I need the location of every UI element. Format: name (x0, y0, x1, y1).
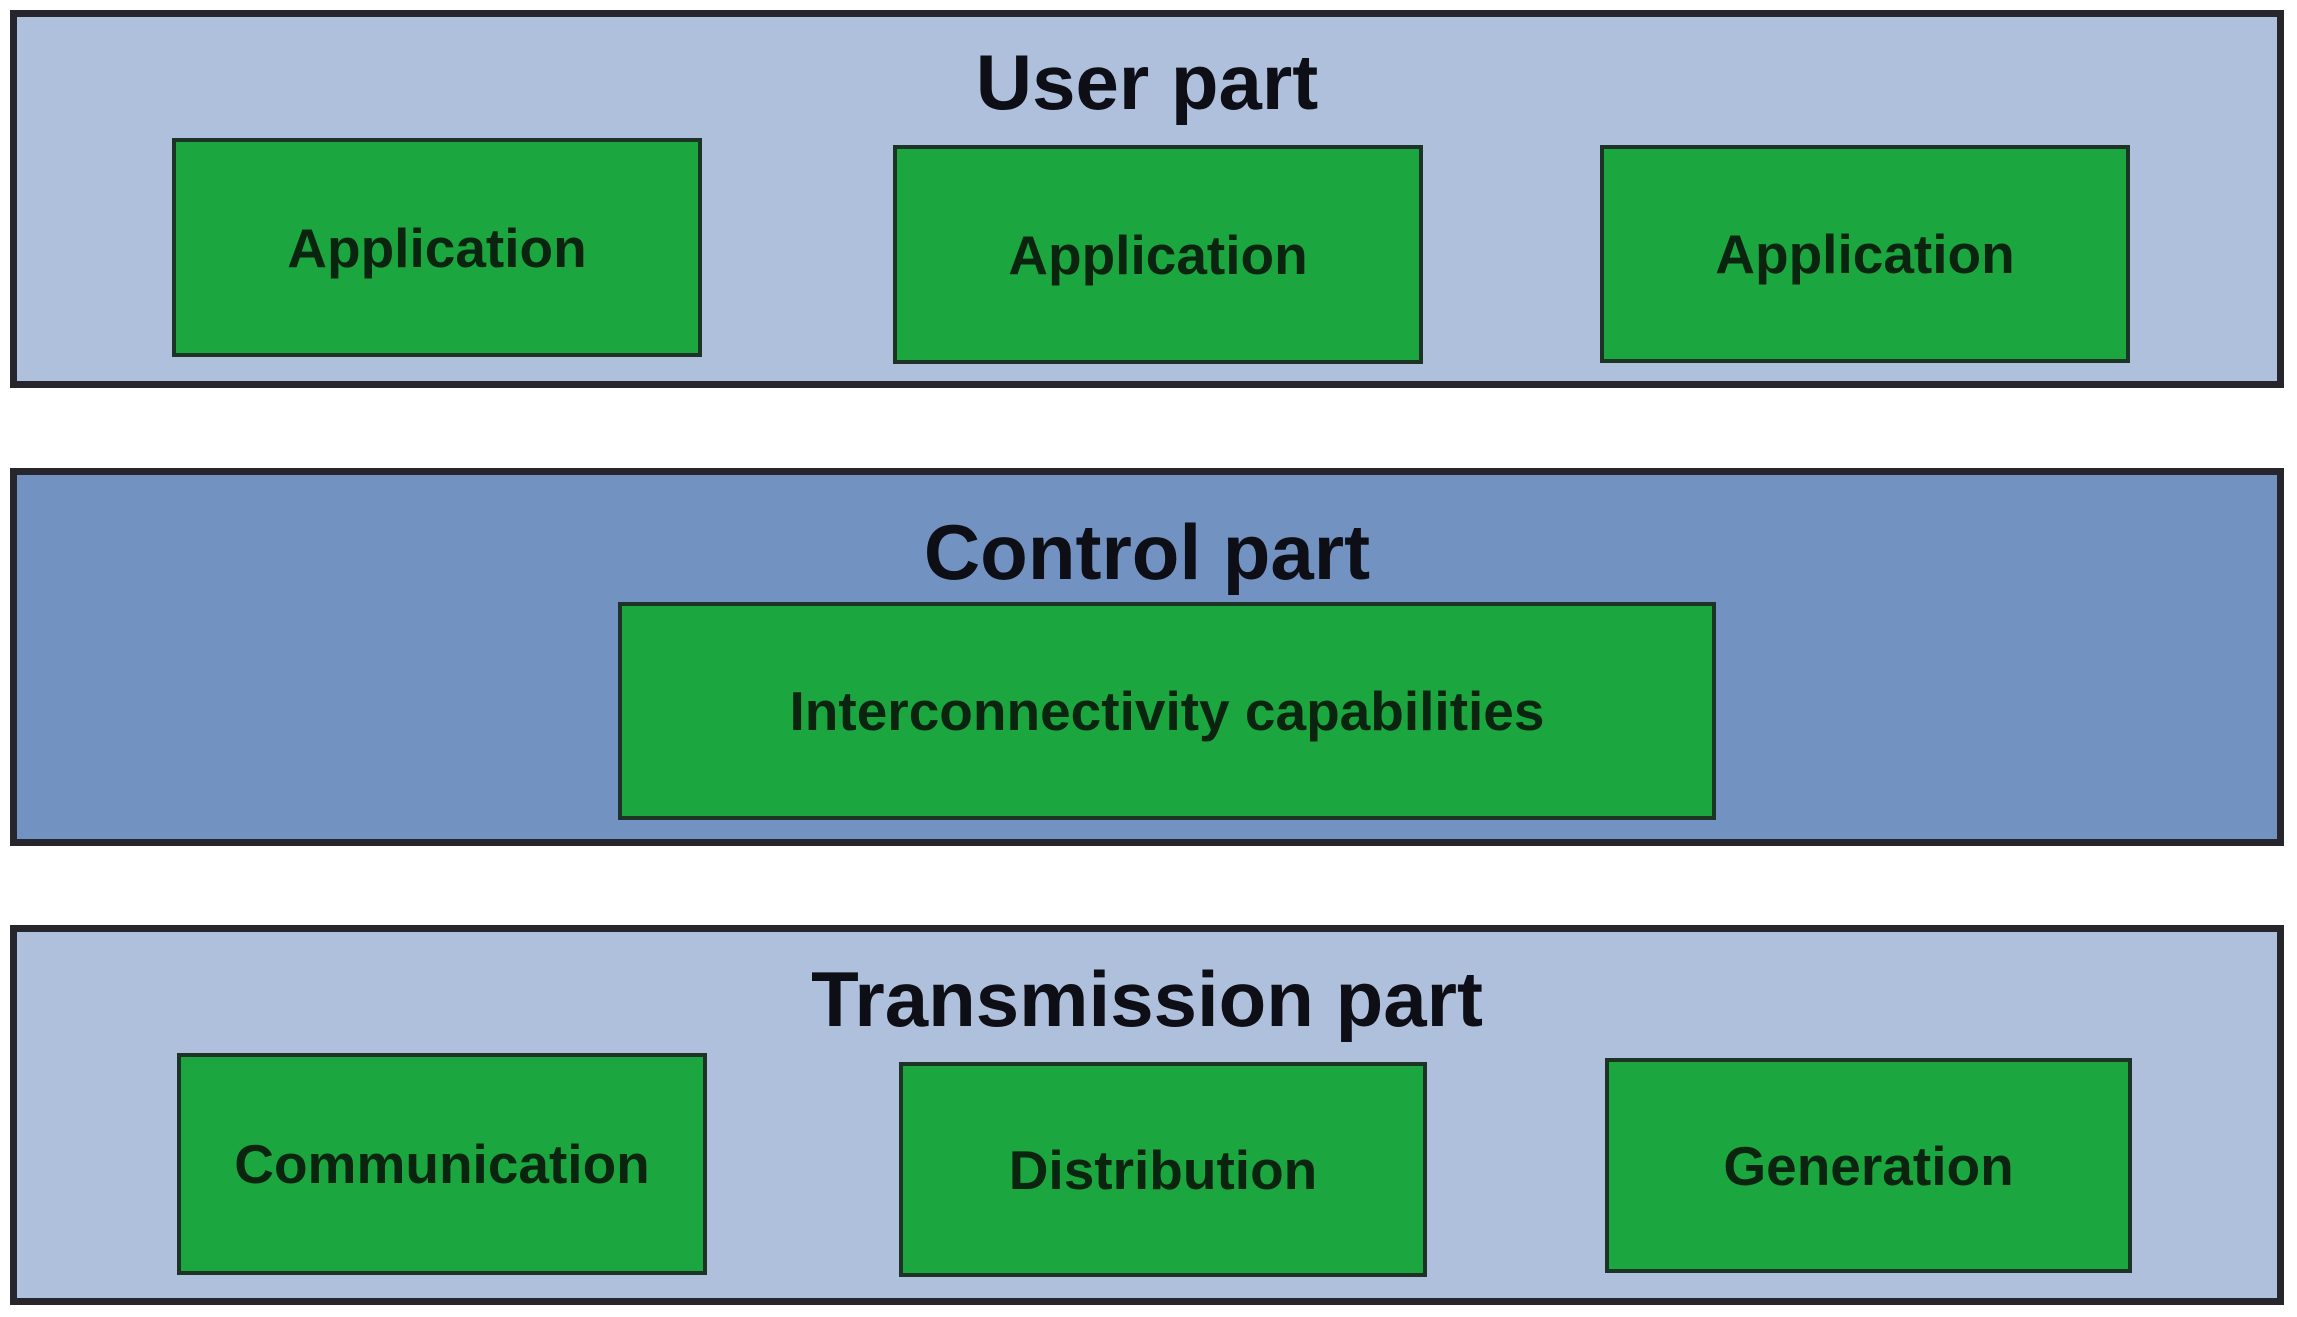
box-communication: Communication (177, 1053, 707, 1275)
band-transmission-part-title: Transmission part (811, 955, 1483, 1043)
band-user-part: User part Application Application Applic… (10, 10, 2284, 388)
band-user-part-title: User part (975, 38, 1319, 126)
box-generation: Generation (1605, 1058, 2132, 1273)
box-application-3: Application (1600, 145, 2130, 363)
band-control-part: Control part Interconnectivity capabilit… (10, 468, 2284, 846)
band-transmission-part: Transmission part Communication Distribu… (10, 925, 2284, 1305)
box-application-1: Application (172, 138, 702, 357)
box-application-2: Application (893, 145, 1423, 364)
band-control-part-title: Control part (923, 508, 1371, 596)
box-distribution: Distribution (899, 1062, 1427, 1277)
box-interconnectivity-capabilities: Interconnectivity capabilities (618, 602, 1716, 820)
